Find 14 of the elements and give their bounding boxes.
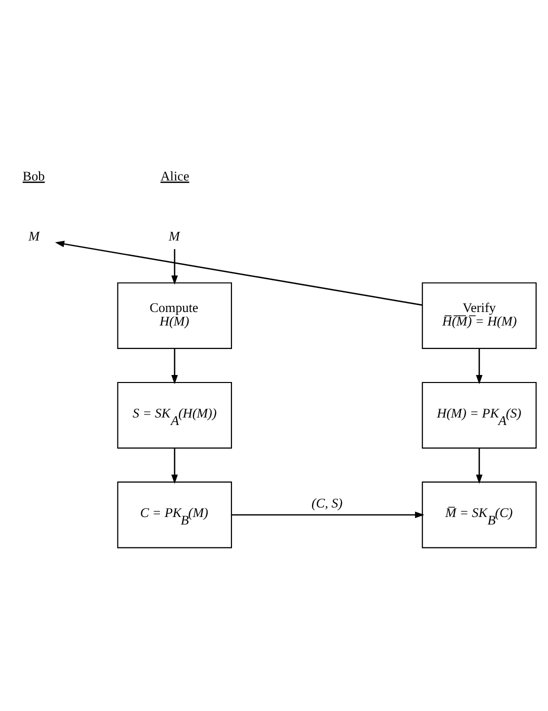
arrow [171,249,178,285]
arrow [476,448,483,484]
arrow [55,240,422,306]
node-text: M [168,228,180,244]
label: Bob [22,168,45,184]
arrow [476,348,483,384]
arrow [171,448,178,484]
arrow [171,348,178,384]
arrow [232,512,424,518]
edge-label: (C, S) [312,495,343,510]
node-box: Compute H(M) [117,282,232,349]
node-box: Verify H̅(̅M̅)̅ = H(M) [422,282,537,349]
node-text: M [28,228,40,244]
label: Alice [160,168,190,184]
